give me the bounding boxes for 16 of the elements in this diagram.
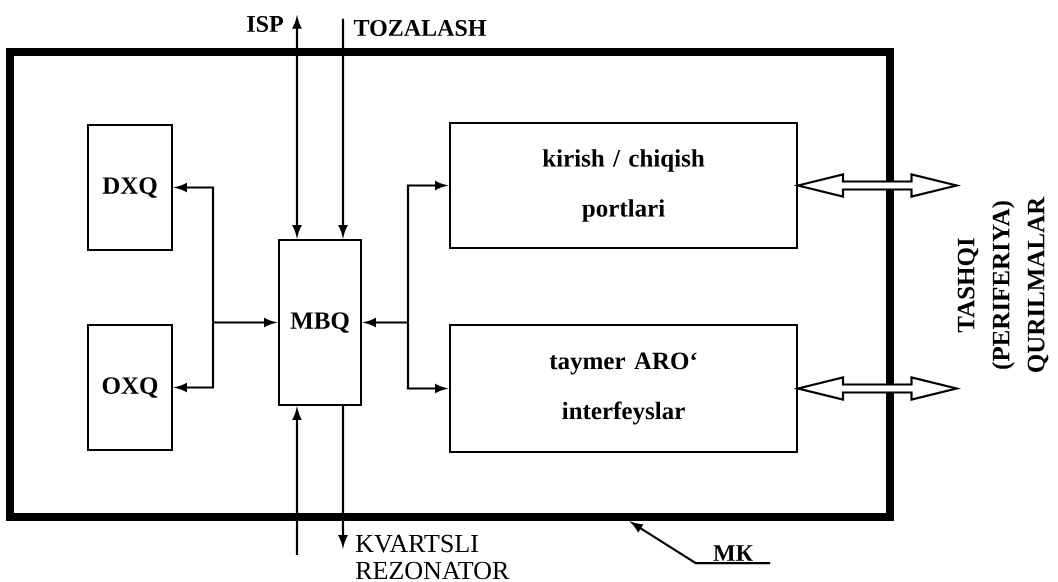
- arrow: [292, 409, 302, 555]
- block-box: OXQ: [87, 324, 173, 451]
- block-box: DXQ: [87, 124, 173, 251]
- rotated-label: TASHQI (PERIFERIYA) QURILMALAR: [957, 196, 1049, 372]
- callout-label: МК: [713, 545, 753, 561]
- arrow: [338, 406, 348, 546]
- arrow: [292, 18, 302, 236]
- arrow: [338, 18, 348, 236]
- signal-label: TOZALASH: [353, 19, 487, 37]
- block-box: taymer ARO‘ interfeyslar: [449, 324, 798, 453]
- outer-frame: [6, 48, 894, 521]
- signal-label: ISP: [247, 15, 283, 33]
- block-box: kirish / chiqish portlari: [449, 122, 798, 249]
- block-box: MBQ: [278, 239, 362, 406]
- leader-line: [631, 522, 771, 565]
- signal-label: KVARTSLI REZONATOR: [355, 534, 510, 580]
